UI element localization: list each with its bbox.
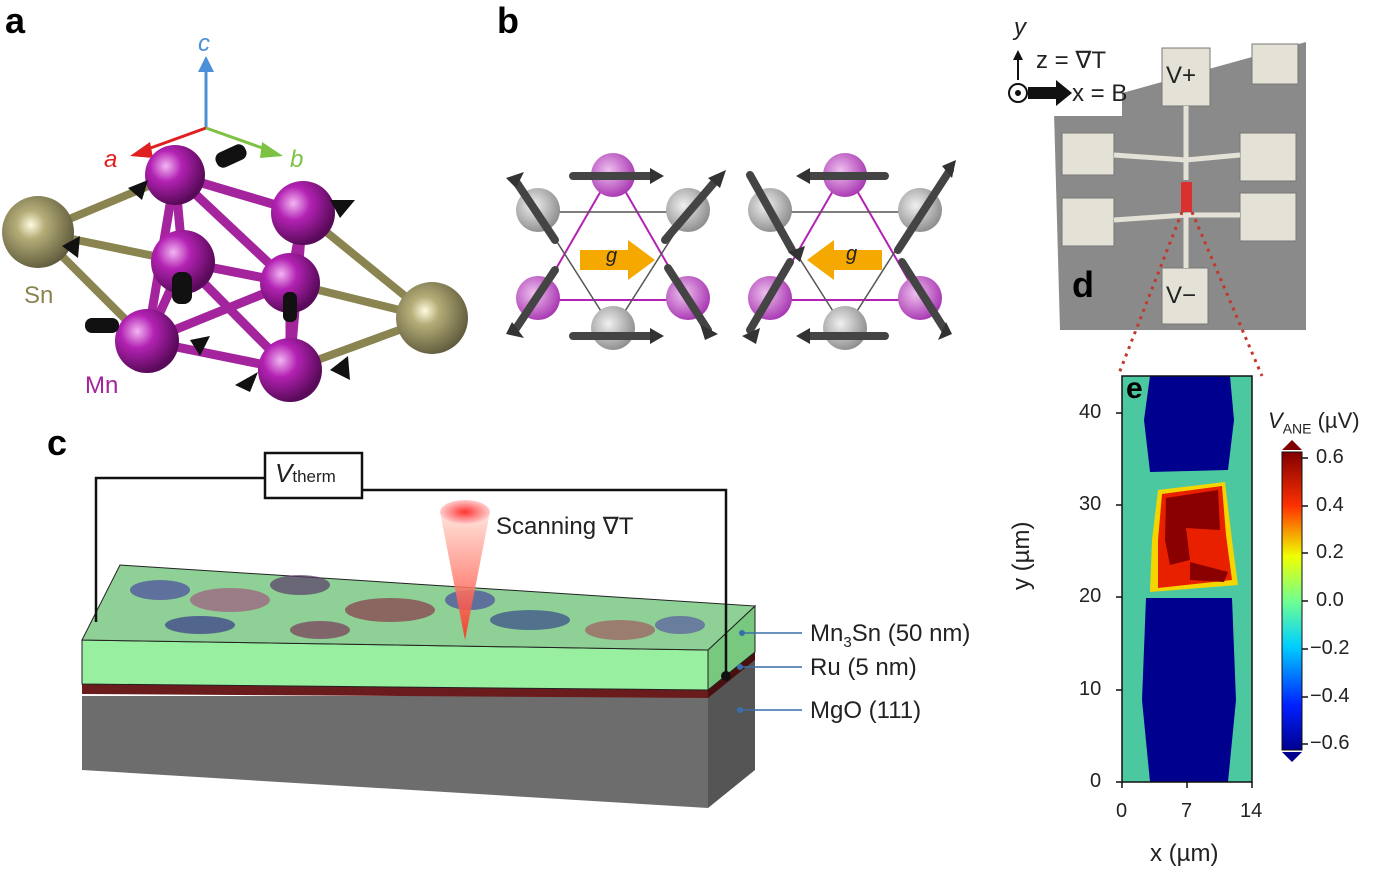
spin-structure-right xyxy=(742,153,956,350)
axis-y-label: y xyxy=(1014,14,1026,41)
measured-channel xyxy=(1181,182,1192,212)
x-tick-label: 14 xyxy=(1240,800,1263,822)
sn-atom xyxy=(2,196,74,268)
mn-atom xyxy=(260,253,320,313)
panel-letter-b: b xyxy=(497,0,519,41)
colorbar-tick-label: −0.2 xyxy=(1310,637,1350,659)
layer-ru-label: Ru (5 nm) xyxy=(810,654,917,681)
panel-letter-e: e xyxy=(1126,372,1143,405)
colorbar-tick-label: 0.6 xyxy=(1316,446,1344,468)
y-tick-label: 40 xyxy=(1079,401,1102,423)
y-tick-label: 30 xyxy=(1079,493,1102,515)
mn-atom xyxy=(258,338,322,402)
g-label-right: g xyxy=(846,243,858,265)
crystal-structure-diagram xyxy=(2,56,468,402)
mn-atom xyxy=(145,145,205,205)
device-schematic xyxy=(81,451,802,808)
mn-atom xyxy=(151,230,215,294)
axis-b-label: b xyxy=(290,146,304,173)
heatmap-region-top xyxy=(1144,376,1234,472)
axis-z-label: z = ∇T xyxy=(1036,47,1107,74)
vtherm-label: Vtherm xyxy=(275,458,336,488)
spin-structure-diagram xyxy=(506,153,956,350)
y-axis-label: y (µm) xyxy=(1008,521,1035,590)
layer-mn3sn-label: Mn3Sn (50 nm) xyxy=(810,620,971,651)
spin-structure-left xyxy=(506,153,726,350)
x-tick-label: 0 xyxy=(1116,800,1128,822)
v-plus-label: V+ xyxy=(1166,62,1197,89)
v-minus-label: V− xyxy=(1166,282,1197,309)
colorbar-tick-label: 0.4 xyxy=(1316,494,1344,516)
x-tick-label: 7 xyxy=(1181,800,1193,822)
y-tick-label: 10 xyxy=(1079,678,1102,700)
panel-letter-c: c xyxy=(47,422,68,463)
layer-mgo-label: MgO (111) xyxy=(810,697,922,724)
mn-atom xyxy=(271,181,335,245)
colorbar-title: VANE (µV) xyxy=(1268,408,1360,437)
sn-label: Sn xyxy=(24,282,54,309)
scanning-label: Scanning ∇T xyxy=(496,513,634,540)
colorbar xyxy=(1281,451,1303,751)
y-tick-label: 20 xyxy=(1079,585,1102,607)
panel-letter-a: a xyxy=(5,0,26,41)
colorbar-tick-label: 0.0 xyxy=(1316,589,1344,611)
y-tick-label: 0 xyxy=(1090,770,1102,792)
axis-c-label: c xyxy=(198,30,210,57)
heatmap-region-bottom xyxy=(1142,598,1236,782)
x-axis-label: x (µm) xyxy=(1150,840,1219,867)
mn-atom xyxy=(115,309,179,373)
g-label-left: g xyxy=(606,245,618,267)
sn-atom xyxy=(396,282,468,354)
axis-x-label: x = B xyxy=(1072,80,1128,107)
mn-label: Mn xyxy=(85,372,119,399)
colorbar-tick-label: −0.6 xyxy=(1310,732,1350,754)
panel-letter-d: d xyxy=(1072,264,1094,305)
colorbar-tick-label: −0.4 xyxy=(1310,685,1350,707)
colorbar-tick-label: 0.2 xyxy=(1316,541,1344,563)
vtherm-box xyxy=(263,451,364,500)
axis-a-label: a xyxy=(104,146,118,173)
